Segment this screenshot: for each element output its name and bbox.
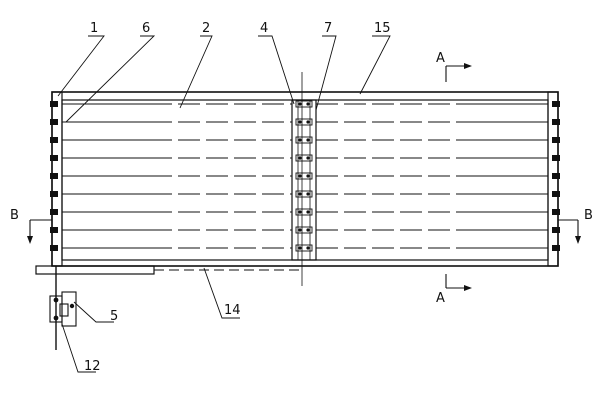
inner-frame [61, 99, 549, 261]
center-clamp-bolt-right [306, 120, 310, 124]
center-clamp [295, 172, 313, 180]
section-label-a-top: A [436, 51, 445, 66]
section-label-a-bottom: A [436, 291, 445, 306]
drive-clamp [59, 303, 69, 317]
part-label-4: 4 [260, 21, 268, 36]
section-label-b-left: B [10, 208, 19, 223]
right-fitting [552, 245, 560, 251]
left-fitting [50, 209, 58, 215]
left-fitting [50, 245, 58, 251]
center-clamp-bolt-left [298, 210, 302, 214]
left-fitting [50, 155, 58, 161]
bottom-rail [35, 265, 155, 275]
part-label-1: 1 [90, 21, 98, 36]
center-clamp [295, 154, 313, 162]
section-arrow-b-left: B [10, 208, 52, 244]
right-fitting [552, 173, 560, 179]
drive-bolt-top [53, 297, 59, 303]
center-clamp-bolt-right [306, 228, 310, 232]
left-fitting [50, 191, 58, 197]
leader-lines [57, 35, 391, 373]
center-clamp-bolt-right [306, 246, 310, 250]
center-clamp-bolt-right [306, 102, 310, 106]
part-label-2: 2 [202, 21, 210, 36]
center-clamp-bolt-right [306, 192, 310, 196]
center-clamp-bolt-right [306, 156, 310, 160]
center-clamp [295, 226, 313, 234]
left-fitting [50, 227, 58, 233]
section-arrow-a-bottom: A [436, 274, 472, 306]
center-clamp [295, 190, 313, 198]
section-arrow-b-right: B [558, 208, 593, 244]
center-clamp-bolt-left [298, 138, 302, 142]
center-clamp-bolt-right [306, 210, 310, 214]
right-fitting [552, 191, 560, 197]
center-clamp [295, 100, 313, 108]
center-clamp-bolt-left [298, 120, 302, 124]
center-clamp-bolt-left [298, 102, 302, 106]
left-fitting [50, 137, 58, 143]
center-clamp [295, 136, 313, 144]
left-fitting [50, 101, 58, 107]
tube-rows [50, 100, 560, 252]
center-clamp-bolt-left [298, 246, 302, 250]
center-clamp-bolt-left [298, 174, 302, 178]
left-fitting [50, 173, 58, 179]
center-clamp [295, 244, 313, 252]
part-label-5: 5 [110, 309, 118, 324]
center-clamp [295, 208, 313, 216]
center-clamp-bolt-right [306, 174, 310, 178]
center-support [291, 99, 317, 261]
part-label-7: 7 [324, 21, 332, 36]
drive-housing [61, 291, 77, 327]
part-label-12: 12 [84, 359, 101, 374]
center-clamp-bolt-left [298, 228, 302, 232]
left-fitting [50, 119, 58, 125]
right-fitting [552, 209, 560, 215]
drive-bolt-side [69, 303, 75, 309]
part-label-6: 6 [142, 21, 150, 36]
center-clamp [295, 118, 313, 126]
right-fitting [552, 119, 560, 125]
center-clamp-bolt-left [298, 156, 302, 160]
part-label-15: 15 [374, 21, 391, 36]
right-fitting [552, 137, 560, 143]
section-arrow-a-top: A [436, 51, 472, 82]
part-label-14: 14 [224, 303, 241, 318]
drive-bolt-bottom [53, 315, 59, 321]
right-fitting [552, 101, 560, 107]
section-label-b-right: B [584, 208, 593, 223]
center-clamp-bolt-left [298, 192, 302, 196]
center-clamp-bolt-right [306, 138, 310, 142]
right-fitting [552, 155, 560, 161]
right-fitting [552, 227, 560, 233]
